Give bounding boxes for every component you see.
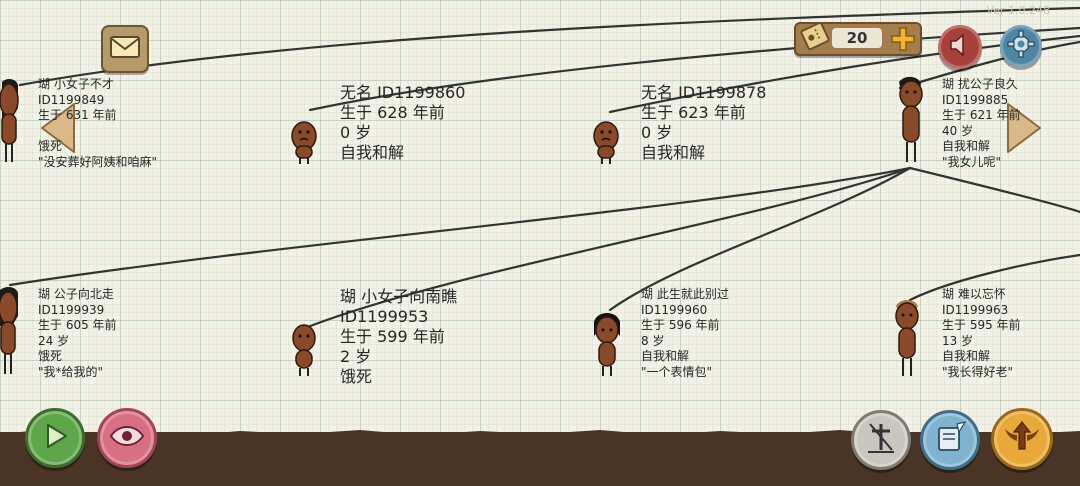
person-figure[interactable]	[892, 298, 922, 378]
grave-button[interactable]	[851, 410, 911, 470]
person-figure[interactable]	[286, 118, 322, 166]
settings-button[interactable]	[1000, 25, 1042, 67]
prev-arrow-button[interactable]	[36, 100, 78, 160]
ticket-count: 20	[832, 28, 882, 48]
upgrade-button[interactable]	[991, 408, 1053, 470]
person-figure[interactable]	[591, 312, 623, 378]
records-button[interactable]	[920, 410, 980, 470]
person-figure[interactable]	[895, 76, 927, 166]
gear-icon	[1007, 30, 1035, 62]
ticket-counter: 20	[794, 21, 922, 56]
person-figure[interactable]	[0, 286, 22, 376]
view-button[interactable]	[97, 408, 157, 468]
ticket-icon	[798, 18, 832, 58]
arrow-right-icon	[1004, 103, 1046, 160]
mail-button[interactable]	[101, 25, 149, 73]
next-arrow-button[interactable]	[1004, 100, 1046, 160]
play-icon	[40, 421, 70, 455]
speaker-icon	[947, 32, 973, 62]
scroll-quill-icon	[933, 420, 967, 460]
person-figure[interactable]	[288, 322, 320, 378]
person-figure[interactable]	[0, 78, 22, 166]
grave-icon	[864, 420, 898, 460]
arrow-left-icon	[36, 103, 78, 160]
sound-button[interactable]	[938, 25, 982, 69]
version-label: Ver 1.0.248	[986, 4, 1050, 17]
person-figure[interactable]	[588, 118, 624, 166]
mail-icon	[110, 36, 140, 62]
play-button[interactable]	[25, 408, 85, 468]
eye-icon	[109, 424, 145, 452]
ground-edge	[0, 430, 1080, 444]
winged-arrow-icon	[1003, 419, 1041, 459]
plus-icon[interactable]	[890, 26, 916, 56]
